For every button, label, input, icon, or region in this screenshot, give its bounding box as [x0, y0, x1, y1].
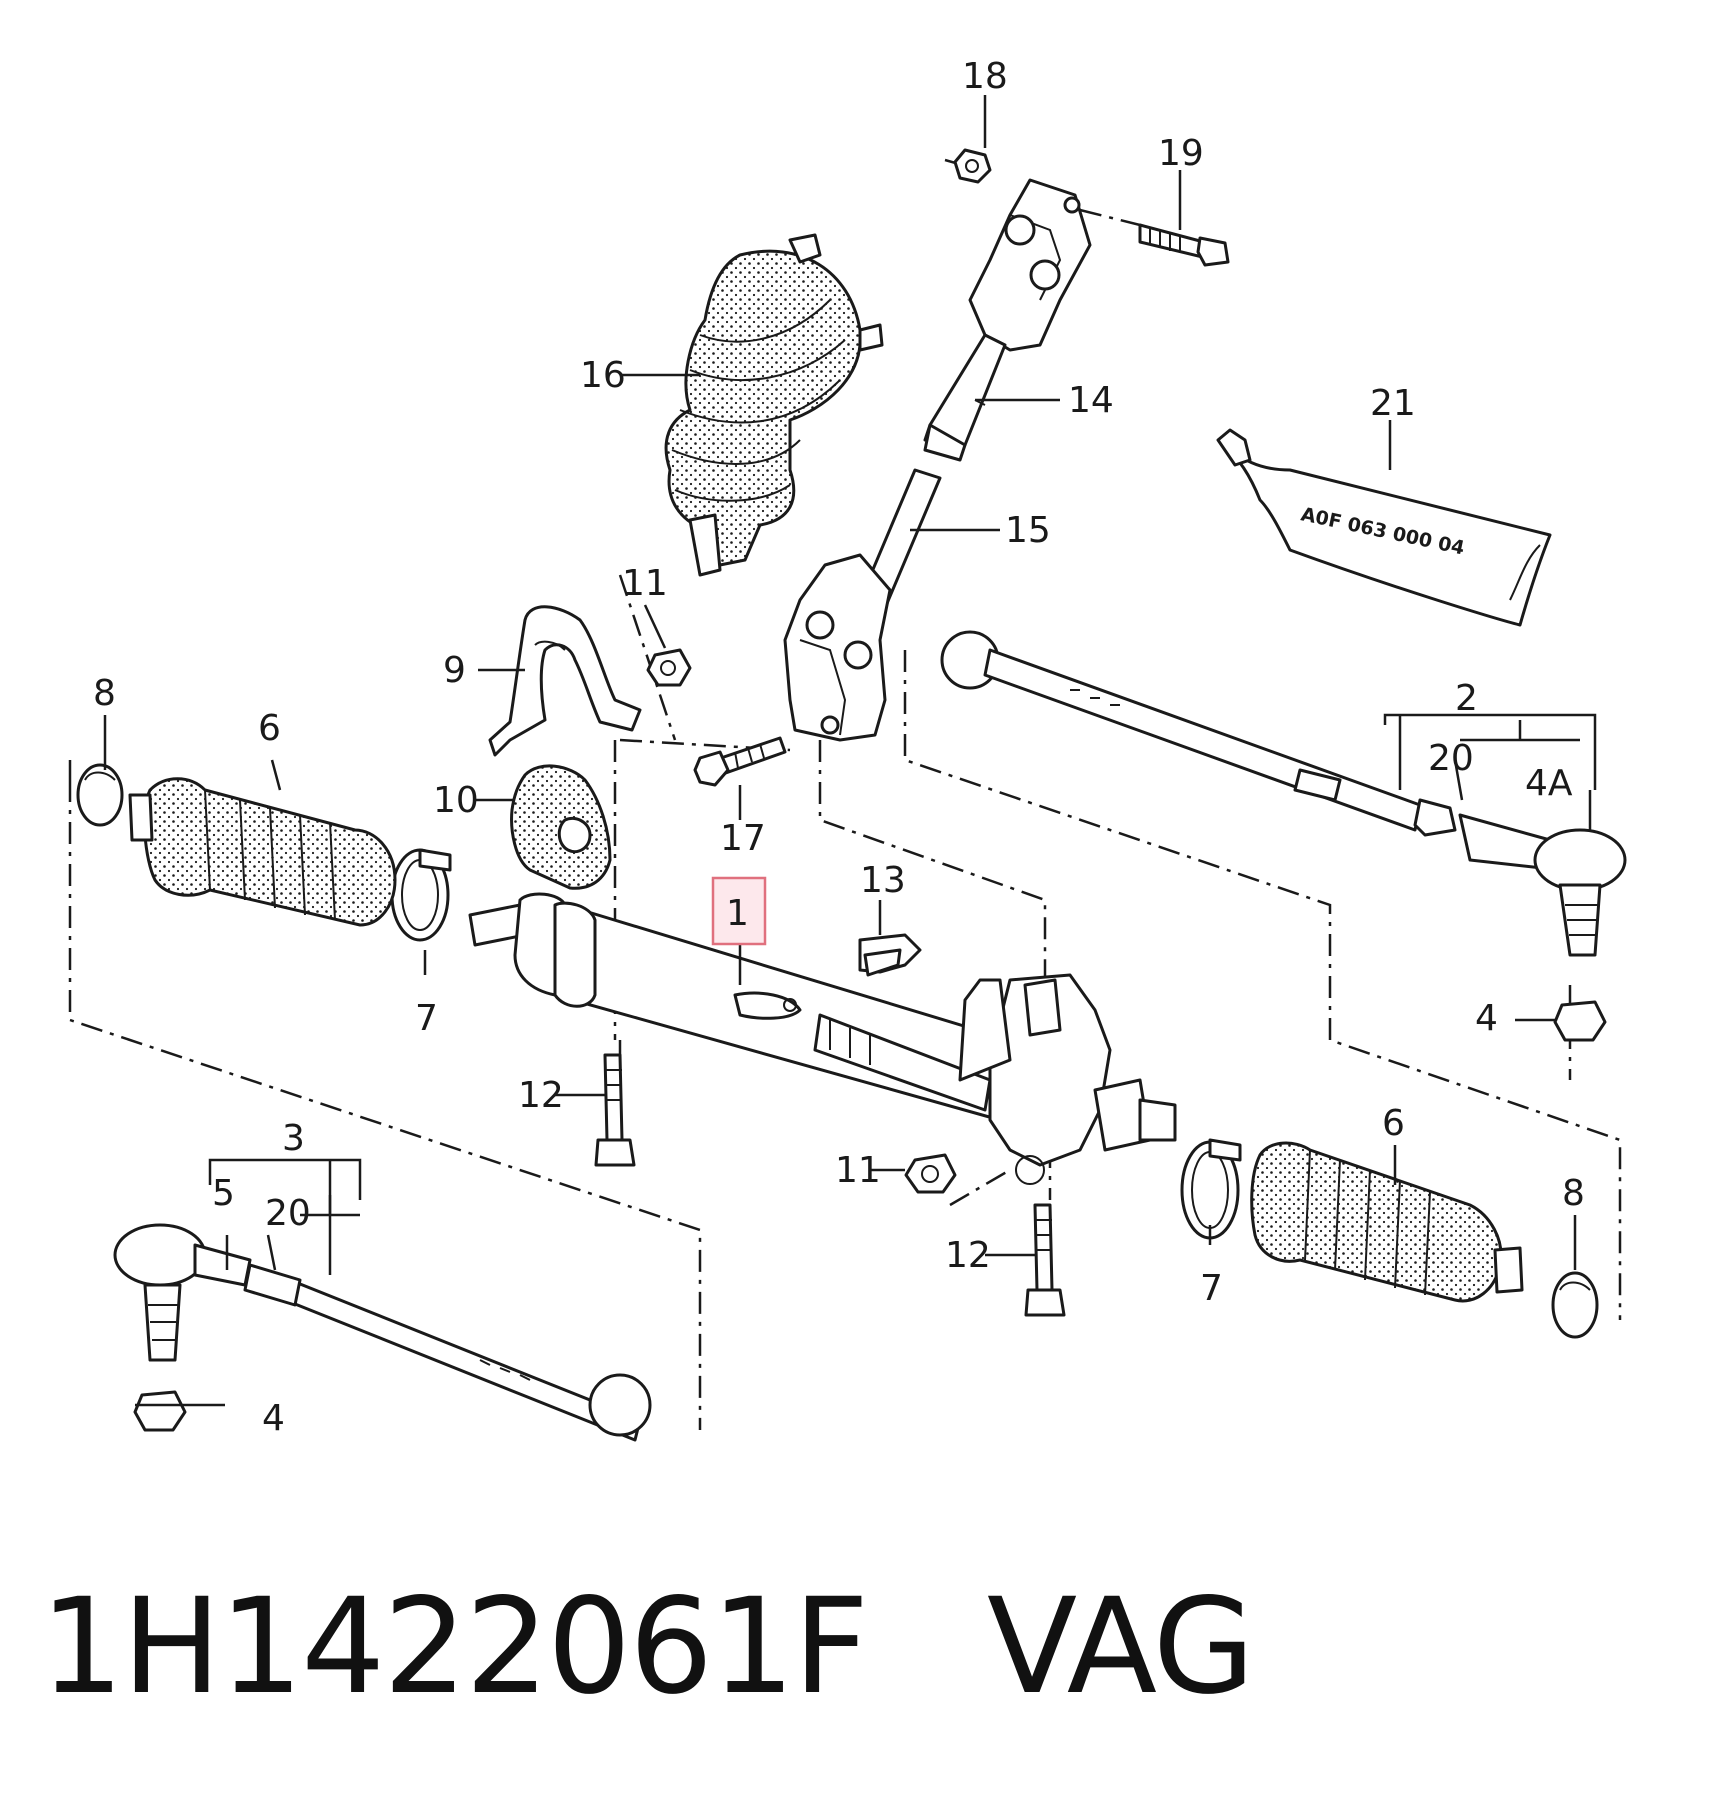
callout-16: 16 [580, 355, 626, 396]
callout-20-right: 20 [1428, 738, 1474, 779]
callout-11-upper: 11 [622, 563, 668, 604]
rack-mounting-clamp [488, 605, 642, 757]
callout-10: 10 [433, 780, 479, 821]
callout-20-left: 20 [265, 1193, 311, 1234]
callout-17: 17 [720, 818, 766, 859]
bolt-12-right [1024, 1203, 1066, 1317]
nut-11-upper [646, 648, 692, 687]
callout-numbers: 1 2 3 4 4 4A 5 6 6 7 7 8 8 9 10 11 11 12… [93, 56, 1585, 1439]
callout-8-right: 8 [1562, 1173, 1585, 1214]
callout-4-right: 4 [1475, 998, 1498, 1039]
callout-18: 18 [962, 56, 1008, 97]
callout-21: 21 [1370, 383, 1416, 424]
callout-6-left: 6 [258, 708, 281, 749]
callout-2: 2 [1455, 678, 1478, 719]
tie-rod-end-right [1458, 813, 1627, 957]
steering-rack-housing [468, 892, 1177, 1185]
callout-11-lower: 11 [835, 1150, 881, 1191]
clamp-band-right [1180, 1138, 1242, 1240]
callout-4a: 4A [1525, 763, 1573, 804]
callout-6-right: 6 [1382, 1103, 1405, 1144]
part-number: 1H1422061F [40, 1570, 869, 1724]
rubber-mounting [510, 764, 612, 890]
callout-7-right: 7 [1200, 1268, 1223, 1309]
callout-5: 5 [212, 1173, 235, 1214]
callout-15: 15 [1005, 510, 1051, 551]
callout-12-left: 12 [518, 1075, 564, 1116]
steering-shaft-assembly [783, 178, 1092, 742]
part-number-footer: 1H1422061F VAG [40, 1570, 1255, 1724]
rack-boot-right [1250, 1141, 1524, 1303]
nut-11-lower [904, 1153, 957, 1194]
nut-4-left [133, 1390, 187, 1432]
nut-18 [953, 148, 992, 184]
callout-8-left: 8 [93, 673, 116, 714]
boot-clip-left [76, 763, 124, 827]
callout-12-right: 12 [945, 1235, 991, 1276]
callout-4-left: 4 [262, 1398, 285, 1439]
callout-19: 19 [1158, 133, 1204, 174]
callout-9: 9 [443, 650, 466, 691]
tie-rod-end-left [113, 1223, 252, 1362]
highlight-part-1 [711, 876, 767, 946]
callout-14: 14 [1068, 380, 1114, 421]
bolt-19 [1138, 223, 1230, 267]
bolt-12-left [594, 1053, 636, 1167]
group-brackets [208, 713, 1597, 1275]
rack-boot-left [128, 777, 397, 927]
tie-rod-right [940, 630, 1457, 837]
clamp-band-left [390, 848, 452, 942]
callout-13: 13 [860, 860, 906, 901]
steering-column-boot [664, 233, 884, 577]
bolt-17 [693, 736, 787, 787]
grease-tube: A0F 063 000 04 [1216, 428, 1552, 627]
callout-3: 3 [282, 1118, 305, 1159]
retaining-clip [858, 933, 922, 977]
boot-clip-right [1551, 1271, 1599, 1339]
nut-4-right [1553, 1000, 1607, 1042]
callout-7-left: 7 [415, 998, 438, 1039]
tie-rod-left [243, 1263, 652, 1442]
callout-1: 1 [726, 893, 749, 934]
brand-name: VAG [986, 1570, 1255, 1724]
